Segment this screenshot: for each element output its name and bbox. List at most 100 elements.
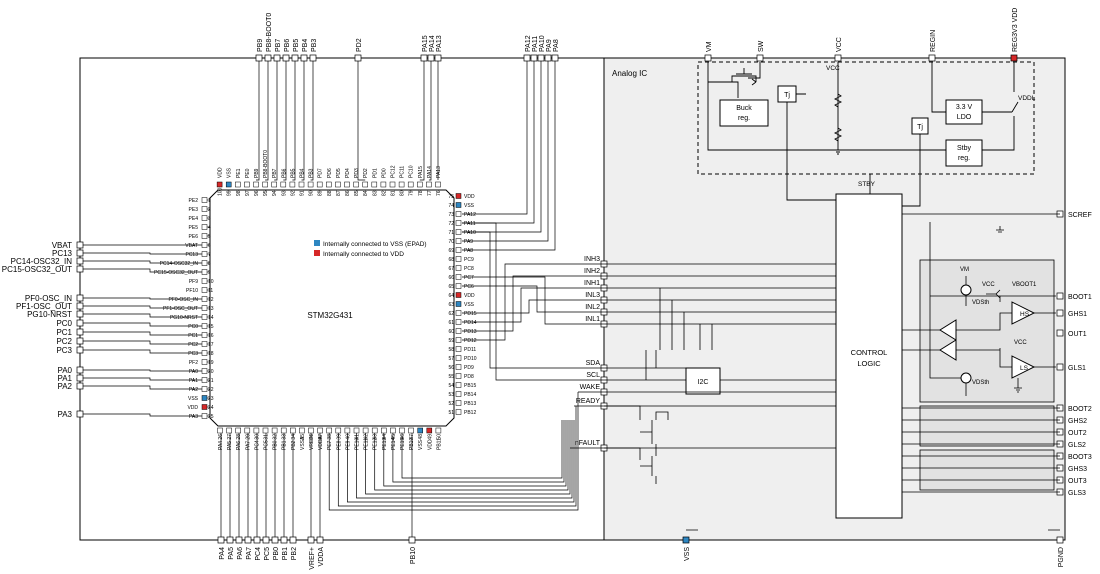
mcu-pin-label: PA1 — [189, 378, 198, 384]
analog-left-pin-label: INH1 — [584, 280, 600, 287]
analog-right-pin-label: BOOT1 — [1068, 294, 1092, 301]
mcu-pin-number: 44 — [382, 434, 388, 440]
mcu-pin-label: VREF+ — [309, 434, 315, 450]
mcu-pin-number: 98 — [236, 190, 242, 196]
mcu-pin-number: 32 — [273, 434, 279, 440]
mcu-pin-pad — [201, 404, 208, 410]
edge-pin-label: PC15-OSC32_OUT — [2, 265, 72, 274]
edge-pin-label: PB9 — [257, 39, 264, 52]
mcu-pin-pad — [455, 193, 462, 199]
vcc-label-1: VCC — [982, 282, 995, 288]
mcu-pin-number: 35 — [300, 434, 306, 440]
mcu-pin-pad — [371, 427, 378, 434]
mcu-pin-label: PC12 — [391, 165, 397, 178]
edge-pin-label: PF1-OSC_OUT — [16, 302, 72, 311]
mcu-pin-pad — [253, 427, 260, 434]
mcu-pin-pad — [417, 427, 423, 434]
mcu-pin-number: 71 — [448, 230, 454, 236]
edge-pin-label: PB10 — [410, 547, 417, 564]
mcu-pin-pad — [455, 265, 462, 271]
mcu-pin-number: 99 — [227, 190, 233, 196]
edge-pin — [76, 337, 84, 345]
mcu-pin-label: PC1 — [188, 333, 198, 339]
wire — [392, 420, 565, 483]
mosfet-buck — [731, 68, 757, 86]
wire — [383, 420, 567, 487]
edge-pin — [291, 54, 299, 62]
mcu-pin-label: PB5 — [290, 168, 296, 178]
mcu-pin-pad — [390, 427, 396, 434]
edge-pin — [427, 54, 435, 62]
analog-right-pin — [1056, 292, 1064, 300]
mcu-pin-label: PD14 — [464, 320, 477, 326]
edge-pin-label: PC5 — [264, 547, 271, 561]
mcu-pin-label: PD8 — [464, 374, 474, 380]
mcu-pin-label: PC15-OSC32_OUT — [154, 270, 198, 276]
vdsth-source-2 — [960, 372, 972, 384]
mcu-pin-number: 72 — [448, 221, 454, 227]
edge-pin-label: PA14 — [429, 35, 436, 52]
mcu-pin-number: 16 — [208, 333, 214, 339]
edge-pin-label: VREF+ — [309, 547, 316, 570]
power-wires — [707, 62, 1015, 207]
mcu-pin-label: PE13 — [382, 438, 388, 450]
mcu-pin-pad — [289, 181, 296, 188]
analog-top-pin — [928, 54, 936, 62]
mcu-pin-label: PC14-OSC32_IN — [160, 261, 199, 267]
wire — [337, 406, 577, 507]
mcu-pin-number: 39 — [336, 434, 342, 440]
mcu-pin-label: PE4 — [189, 216, 199, 222]
mcu-pin-number: 24 — [208, 405, 214, 411]
edge-pin — [537, 54, 545, 62]
mcu-pin-pad — [235, 427, 241, 434]
mcu-pin-pad — [201, 296, 208, 302]
wire — [462, 275, 604, 332]
mcu-pin-pad — [201, 242, 208, 248]
driver-channel-2 — [919, 405, 1055, 447]
wire — [83, 252, 202, 255]
analog-right-pin-label: GHS3 — [1068, 466, 1087, 473]
analog-left-pin-label: SCL — [586, 372, 600, 379]
mcu-pin-pad — [225, 181, 232, 188]
mcu-pin-pad — [455, 202, 462, 208]
mcu-pin-number: 73 — [448, 212, 454, 218]
mcu-pin-pad — [201, 377, 208, 383]
edge-pin-label: VDDA — [318, 547, 325, 567]
tj-label-2: Tj — [917, 124, 923, 131]
wire — [83, 305, 202, 309]
mcu-pin-number: 1 — [208, 198, 211, 204]
mcu-pin-label: VSS — [418, 439, 424, 450]
stby-regulator — [945, 139, 983, 167]
analog-left-pin-label: INH3 — [584, 256, 600, 263]
mcu-pin-label: PD4 — [345, 168, 351, 178]
analog-ic-title: Analog IC — [612, 69, 647, 78]
edge-pin — [76, 265, 84, 273]
edge-pin — [523, 54, 531, 62]
mcu-pin-label: PA13 — [436, 166, 442, 178]
mcu-pin-number: 23 — [208, 396, 214, 402]
mcu-pin-label: PB1 — [282, 440, 288, 450]
wire — [462, 276, 604, 325]
analog-top-pin-label: REG3V3 VDD — [1012, 8, 1019, 52]
mcu-pin-number: 82 — [381, 190, 387, 196]
edge-pin-label: PB2 — [291, 547, 298, 560]
vboot1-label: VBOOT1 — [1012, 282, 1037, 288]
mcu-pin-label: VSS — [464, 203, 475, 209]
edge-pin-label: PA3 — [57, 410, 72, 419]
edge-pin-label: PC13 — [52, 249, 73, 258]
control-label-1: CONTROL — [851, 348, 888, 357]
mcu-pin-number: 63 — [448, 302, 454, 308]
mcu-pin-number: 87 — [336, 190, 342, 196]
mcu-pin-number: 66 — [448, 275, 454, 281]
mcu-pin-number: 17 — [208, 342, 214, 348]
mcu-pin-number: 42 — [364, 434, 370, 440]
wire — [83, 385, 202, 390]
mcu-pin-label: PB7 — [272, 168, 278, 178]
mcu-pin-pad — [326, 181, 332, 188]
mcu-pin-label: PA3 — [189, 414, 198, 420]
mcu-pin-label: PF10 — [186, 288, 198, 294]
mcu-pin-label: PE7 — [327, 440, 333, 450]
mcu-pin-pad — [455, 283, 462, 289]
mcu-pin-pad — [244, 181, 250, 188]
mcu-pin-number: 34 — [291, 434, 297, 440]
